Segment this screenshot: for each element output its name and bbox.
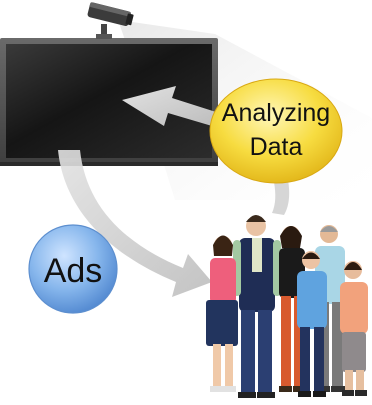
- digital-signage-display: [0, 38, 218, 166]
- ads-bubble: Ads: [28, 224, 118, 314]
- arrow-display-to-people: [58, 150, 212, 297]
- arrow-people-to-data: [272, 180, 290, 215]
- arrow-data-to-display: [122, 86, 216, 126]
- person-girl-pink: [206, 235, 238, 392]
- person-boy-blue: [297, 251, 327, 397]
- analyzing-data-bubble: Analyzing Data: [209, 78, 343, 184]
- ads-label: Ads: [44, 252, 103, 290]
- person-man-vest: [233, 215, 281, 398]
- security-camera-icon: [87, 2, 134, 39]
- analyzing-label: Analyzing: [222, 99, 330, 127]
- person-older-woman: [340, 261, 368, 396]
- people-group-illustration: [206, 215, 368, 398]
- data-label: Data: [250, 133, 303, 161]
- person-woman-black: [279, 226, 306, 392]
